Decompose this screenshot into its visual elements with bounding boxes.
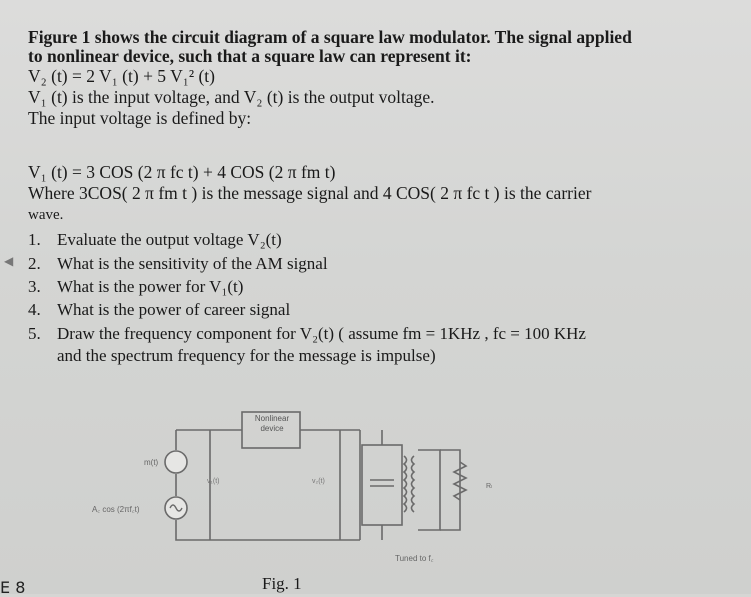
equation-v2: V₂ (t) = 2 V₁ (t) + 5 V₁² (t) [28, 66, 215, 86]
input-defined-line: The input voltage is defined by: [28, 108, 252, 128]
load-resistor [452, 461, 468, 501]
question-2-number: 2. [28, 254, 41, 273]
intro-line-2: to nonlinear device, such that a square … [28, 46, 472, 66]
question-1: Evaluate the output voltage V₂(t) [57, 230, 282, 249]
question-5-number: 5. [28, 324, 41, 343]
wire-bottom-left [175, 520, 242, 541]
figure-caption: Fig. 1 [262, 574, 302, 593]
signal-definition-line: Where 3COS( 2 π fm t ) is the message si… [28, 183, 592, 203]
v1-label: v₁(t) [207, 478, 220, 485]
question-5-cont: and the spectrum frequency for the messa… [57, 346, 436, 365]
tuned-label: Tuned to f꜀ [395, 554, 434, 563]
nonlinear-label-1: Nonlinear [254, 414, 290, 423]
corner-label: E 8 [0, 578, 26, 597]
signal-definition-cont: wave. [28, 207, 64, 223]
margin-marker-icon: ◀ [4, 254, 14, 268]
source-bottom-label: A꜀ cos (2πf꜀t) [92, 505, 140, 514]
question-3: What is the power for V₁(t) [57, 277, 244, 296]
v2-label: v₂(t) [312, 478, 325, 485]
tank-circuit-box [361, 444, 403, 526]
tank-capacitor-icon [370, 479, 394, 487]
question-1-number: 1. [28, 230, 41, 249]
question-3-number: 3. [28, 277, 41, 296]
definition-line: V₁ (t) is the input voltage, and V₂ (t) … [28, 87, 435, 107]
question-2: What is the sensitivity of the AM signal [57, 254, 328, 273]
question-4-number: 4. [28, 300, 41, 319]
intro-line-1: Figure 1 shows the circuit diagram of a … [28, 27, 632, 47]
question-4: What is the power of career signal [57, 300, 291, 319]
coil-primary [402, 455, 408, 513]
load-resistor-label: Rₗ [486, 483, 493, 490]
output-loop [440, 449, 461, 531]
question-5: Draw the frequency component for V₂(t) (… [57, 324, 586, 343]
equation-v1: V₁ (t) = 3 COS (2 π fc t) + 4 COS (2 π f… [28, 162, 336, 182]
sine-wave-icon [169, 504, 183, 512]
message-source-icon [164, 450, 188, 474]
source-top-label: m(t) [144, 458, 159, 467]
coil-secondary [410, 455, 416, 513]
nonlinear-label-2: device [260, 424, 284, 433]
